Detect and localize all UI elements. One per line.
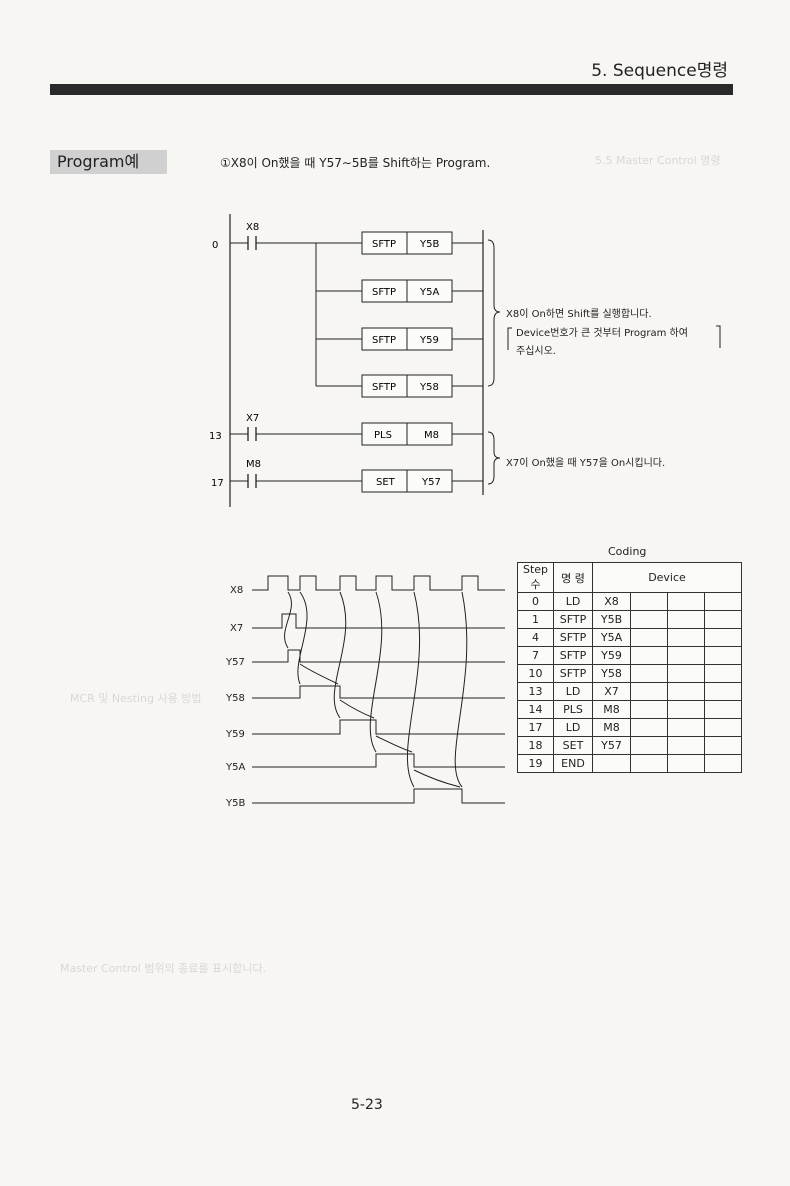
bleed-through-text: 5.5 Master Control 명령	[595, 154, 721, 167]
section-title: 5. Sequence명령	[591, 61, 728, 81]
svg-text:Y5A: Y5A	[225, 762, 245, 773]
svg-text:Y5A: Y5A	[419, 287, 439, 298]
svg-text:PLS: PLS	[374, 430, 392, 441]
shift-note-line2: Device번호가 큰 것부터 Program 하여	[516, 328, 688, 339]
command-header: 명 령	[553, 562, 593, 593]
coding-title: Coding	[608, 545, 647, 558]
contact-label: M8	[246, 459, 261, 470]
svg-text:SFTP: SFTP	[372, 287, 396, 298]
device-header: Device	[592, 562, 742, 593]
contact-label: X8	[246, 222, 259, 233]
svg-text:Y57: Y57	[421, 477, 441, 488]
svg-text:Y59: Y59	[225, 729, 245, 740]
instruction-box: SFTP Y5B	[361, 231, 453, 255]
bleed-through-text: MCR 및 Nesting 사용 방법	[70, 692, 202, 705]
svg-text:Y57: Y57	[225, 657, 245, 668]
step-number: 0	[212, 240, 218, 251]
svg-text:Y5B: Y5B	[419, 239, 439, 250]
svg-text:Y58: Y58	[225, 693, 245, 704]
svg-text:X8: X8	[230, 585, 243, 596]
instruction-box: SFTP Y5A	[361, 279, 453, 303]
svg-text:Y58: Y58	[419, 382, 439, 393]
shift-note-line1: X8이 On하면 Shift를 실행합니다.	[506, 309, 652, 320]
instruction-box: PLS M8	[361, 422, 453, 446]
svg-text:M8: M8	[424, 430, 439, 441]
header-rule	[50, 84, 733, 95]
contact-label: X7	[246, 413, 259, 424]
timing-chart: X8 X7 Y57 Y58 Y59 Y5A Y5B	[225, 575, 505, 809]
instruction-box: SET Y57	[361, 469, 453, 493]
step-header: Step수	[517, 562, 554, 593]
svg-text:SFTP: SFTP	[372, 335, 396, 346]
program-example-label: Program예	[50, 150, 167, 174]
instruction-box: SFTP Y58	[361, 374, 453, 398]
svg-text:X7: X7	[230, 623, 243, 634]
svg-text:Y59: Y59	[419, 335, 439, 346]
svg-text:SFTP: SFTP	[372, 382, 396, 393]
page-number: 5-23	[351, 1097, 383, 1113]
step-number: 17	[211, 478, 224, 489]
program-description: ①X8이 On했을 때 Y57∼5B를 Shift하는 Program.	[220, 156, 491, 170]
svg-text:SET: SET	[376, 477, 396, 488]
svg-text:SFTP: SFTP	[372, 239, 396, 250]
bleed-through-text: Master Control 범위의 종료를 표시합니다.	[60, 962, 267, 975]
step-number: 13	[209, 431, 222, 442]
set-note: X7이 On했을 때 Y57을 On시킵니다.	[506, 458, 666, 469]
svg-text:Y5B: Y5B	[225, 798, 245, 809]
instruction-box: SFTP Y59	[361, 327, 453, 351]
shift-note-line3: 주십시오.	[516, 346, 556, 357]
